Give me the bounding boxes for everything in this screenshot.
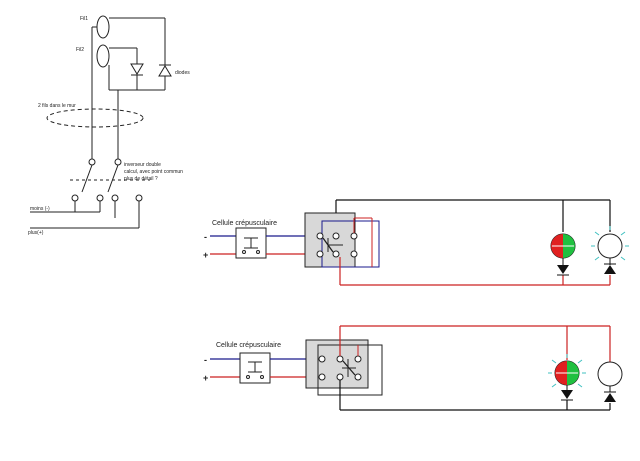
hand-sketch <box>30 15 172 229</box>
pos-sign: + <box>203 250 208 260</box>
inverter-note-line: plus de détail ? <box>124 176 158 182</box>
pos-sign: + <box>203 373 208 383</box>
wall-label: 2 fils dans le mur <box>38 103 76 109</box>
neg-sign: - <box>204 355 207 365</box>
double-switch <box>304 212 380 268</box>
fil2-oval <box>96 44 110 68</box>
fil1-label: Fil1 <box>80 16 88 22</box>
double-switch <box>305 339 383 396</box>
fil2-label: Fil2 <box>76 47 84 53</box>
photocell <box>235 227 267 259</box>
fil1-oval <box>96 15 110 39</box>
cell-label: Cellule crépusculaire <box>216 342 281 349</box>
inverter-note-line: calcul, avec point commun <box>124 169 183 175</box>
diode-up-icon <box>604 263 616 274</box>
minus-label: moins (-) <box>30 206 50 212</box>
diodes-label: diodes <box>175 70 190 76</box>
bicolor-lamp-icon <box>550 233 576 259</box>
white-lamp-icon <box>597 361 623 387</box>
plus-label: plus(+) <box>28 230 44 236</box>
diode-up-icon <box>604 391 616 402</box>
diode-down-icon <box>130 63 144 76</box>
photocell <box>239 352 271 384</box>
diode-up-icon <box>158 64 172 77</box>
inverter-note-line: inverseur double <box>124 162 161 168</box>
diode-down-icon <box>557 265 569 276</box>
bicolor-lamp-icon <box>548 354 586 388</box>
white-lamp-icon <box>591 226 629 261</box>
cell-label: Cellule crépusculaire <box>212 220 277 227</box>
diode-down-icon <box>561 390 573 401</box>
inverter-note: inverseur double calcul, avec point comm… <box>124 162 184 182</box>
wall-ellipse <box>46 108 144 128</box>
circuit-bottom: Cellule crépusculaire - + <box>203 325 623 411</box>
circuit-top: Cellule crépusculaire - + <box>203 199 629 286</box>
neg-sign: - <box>204 232 207 242</box>
